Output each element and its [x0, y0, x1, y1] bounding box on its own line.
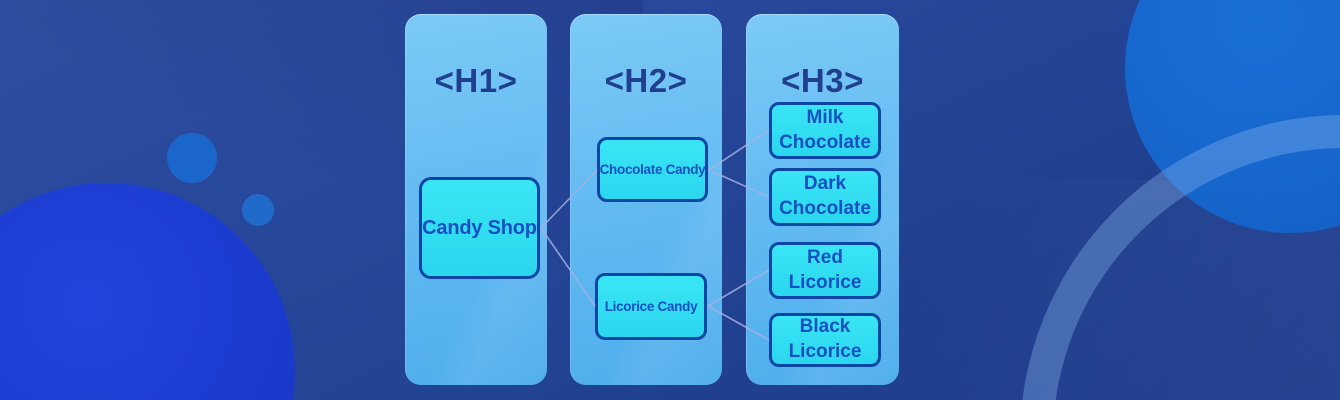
column-header-h1: <H1> — [434, 62, 518, 99]
column-header-h2: <H2> — [604, 62, 688, 99]
column-h2: <H2> Chocolate Candy Licorice Candy — [570, 14, 722, 385]
decor-circle-medium-left — [167, 133, 217, 183]
node-red-licorice: Red Licorice — [769, 242, 881, 299]
column-h3: <H3> Milk Chocolate Dark Chocolate Red L… — [746, 14, 899, 385]
node-milk-chocolate: Milk Chocolate — [769, 102, 881, 159]
node-licorice-candy: Licorice Candy — [595, 273, 707, 340]
node-candy-shop: Candy Shop — [419, 177, 540, 279]
column-header-h3: <H3> — [781, 62, 864, 99]
column-h1: <H1> Candy Shop — [405, 14, 547, 385]
decor-circle-small-left — [242, 194, 274, 226]
node-black-licorice: Black Licorice — [769, 313, 881, 367]
node-chocolate-candy: Chocolate Candy — [597, 137, 708, 202]
node-dark-chocolate: Dark Chocolate — [769, 168, 881, 226]
